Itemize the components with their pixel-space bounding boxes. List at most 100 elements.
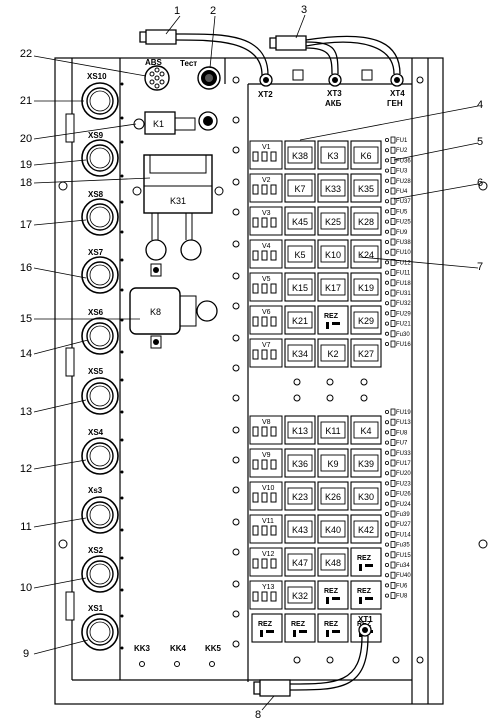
diode-pin	[261, 283, 268, 294]
connector-label: Xs3	[88, 486, 103, 495]
reserve-pin	[326, 597, 329, 604]
relay-socket	[317, 547, 349, 577]
diode-pin	[252, 349, 259, 360]
diode-label: V6	[262, 309, 271, 316]
diode-pin	[270, 492, 277, 503]
callout-19: 19	[20, 159, 87, 171]
diode-label: V10	[262, 485, 275, 492]
callout-leader-line	[33, 177, 151, 184]
callout-number: 4	[477, 99, 483, 111]
fuse-label: FU16	[396, 342, 411, 348]
callout-2: 2	[209, 5, 216, 69]
fuse: FU31	[384, 289, 411, 297]
fuse-label: FU12	[396, 260, 411, 266]
fuse-label: FU2	[396, 148, 408, 154]
relay-socket	[317, 173, 349, 203]
relay-socket	[284, 305, 316, 335]
reserve-label: REZ	[324, 588, 339, 595]
callout-number: 5	[477, 136, 483, 148]
relay-socket	[350, 338, 382, 368]
relay-socket	[350, 140, 382, 170]
relay-socket	[317, 140, 349, 170]
relay-label: K31	[170, 196, 186, 206]
test-button: Тест	[180, 59, 221, 90]
relay-label: K38	[292, 151, 308, 161]
fuse: FU26	[384, 490, 411, 498]
diode-pin	[261, 591, 268, 602]
fuse: FU38	[384, 238, 411, 246]
callout-number: 22	[20, 48, 32, 60]
relay-label: K35	[358, 184, 374, 194]
connector-dots	[120, 82, 124, 650]
diode-pin	[261, 316, 268, 327]
relay-socket	[317, 613, 349, 643]
xt4-label: XT4	[390, 89, 405, 98]
diode-pin	[270, 250, 277, 261]
abs-connector: ABS	[144, 58, 170, 91]
relay-socket	[350, 547, 382, 577]
diode-pin	[252, 283, 259, 294]
diode-pin	[270, 349, 277, 360]
callout-leader-line	[33, 639, 89, 655]
callout-leader-line	[33, 577, 87, 589]
callout-number: 21	[20, 95, 32, 107]
relay-socket	[284, 272, 316, 302]
diode-pin	[252, 591, 259, 602]
callout-leader-line	[33, 399, 87, 413]
reserve-label: REZ	[324, 313, 339, 320]
callout-12: 12	[20, 459, 87, 475]
callout-number: 6	[477, 177, 483, 189]
fuse: FU9	[384, 228, 408, 236]
callout-14: 14	[20, 339, 89, 360]
fuse-label: Fu35	[396, 543, 410, 549]
reserve-pin	[365, 564, 373, 567]
fuse: Fu35	[384, 541, 410, 549]
callout-number: 15	[20, 313, 32, 325]
callout-leader-line	[209, 15, 216, 69]
diode-pin	[261, 217, 268, 228]
relay-label: K47	[292, 558, 308, 568]
diode-pin	[270, 316, 277, 327]
diode-pin	[261, 250, 268, 261]
callout-1: 1	[165, 5, 181, 35]
fuse: FU8	[384, 592, 408, 600]
fuse-label: FU26	[396, 492, 411, 498]
relay-label: K32	[292, 591, 308, 601]
relay-label: K17	[325, 283, 341, 293]
fuse-label: FU37	[396, 199, 411, 205]
relay-label: K48	[325, 558, 341, 568]
fuse: FU14	[384, 531, 411, 538]
callout-22: 22	[20, 48, 147, 77]
relay-label: K40	[325, 525, 341, 535]
relay-socket	[317, 305, 349, 335]
fuse-label: FU1	[396, 138, 408, 144]
connector-label: XS10	[87, 72, 107, 81]
akb-label: АКБ	[325, 99, 342, 108]
relay-socket	[317, 206, 349, 236]
fuse-label: FU23	[396, 481, 411, 487]
reserve-label: REZ	[324, 621, 339, 628]
relay-K1: K1	[133, 111, 218, 135]
reserve-pin	[293, 630, 296, 637]
relay-label: K28	[358, 217, 374, 227]
fuse-label: FU38	[396, 240, 411, 246]
connector-label: XS1	[88, 604, 104, 613]
bottom-cable	[253, 623, 372, 697]
relay-label: K21	[292, 316, 308, 326]
fuse-label: FU9	[396, 230, 408, 236]
callout-leader-line	[359, 256, 479, 269]
callout-4: 4	[299, 99, 483, 141]
fuse: FU19	[384, 408, 411, 416]
relay-socket	[284, 580, 316, 610]
callout-21: 21	[20, 95, 84, 107]
diode-label: Y13	[262, 584, 275, 591]
relay-socket	[317, 415, 349, 445]
fuse: Fu39	[384, 510, 410, 518]
callout-9: 9	[23, 639, 89, 660]
